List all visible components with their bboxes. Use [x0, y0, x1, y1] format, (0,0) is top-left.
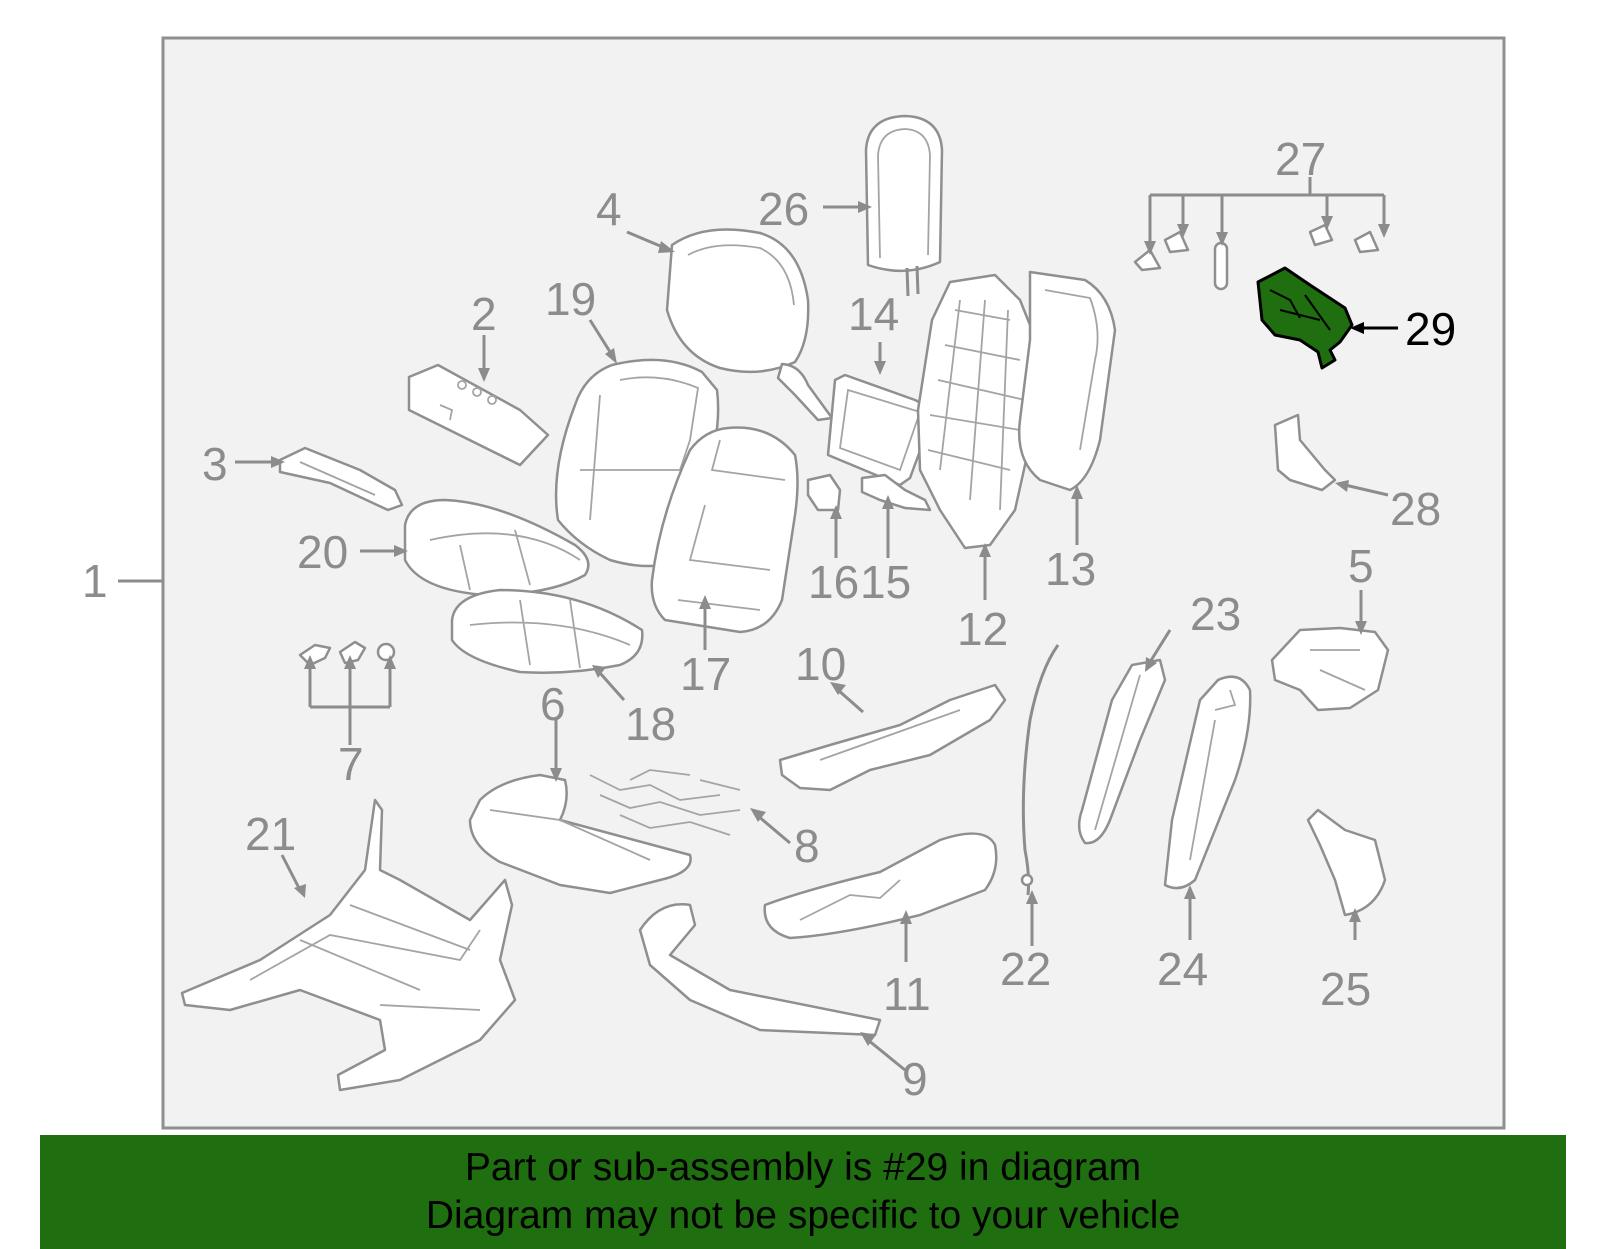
part-8-springs[interactable] — [589, 769, 741, 836]
callout-17: 17 — [680, 648, 731, 700]
callout-18: 18 — [625, 698, 676, 750]
part-17-back-cushion[interactable] — [650, 426, 799, 634]
part-10-bracket[interactable] — [778, 683, 1007, 792]
callout-25: 25 — [1320, 963, 1371, 1015]
part-3-bracket[interactable] — [278, 446, 404, 512]
callout-23: 23 — [1190, 588, 1241, 640]
part-11-side-shield[interactable] — [763, 832, 998, 940]
callout-28: 28 — [1390, 483, 1441, 535]
part-29-highlighted[interactable] — [1256, 266, 1354, 370]
part-5-recliner[interactable] — [1270, 626, 1390, 712]
callout-10: 10 — [795, 638, 846, 690]
part-25-knob[interactable] — [1306, 808, 1387, 917]
callout-24: 24 — [1157, 943, 1208, 995]
callout-8: 8 — [794, 820, 820, 872]
callout-labels: 1 2 3 4 5 6 7 8 9 10 11 12 13 14 15 16 1… — [82, 133, 1456, 1105]
part-9-trim-bar[interactable] — [638, 903, 882, 1037]
part-7-fasteners[interactable] — [298, 640, 396, 667]
callout-3: 3 — [202, 438, 228, 490]
callout-12: 12 — [957, 603, 1008, 655]
callout-16: 16 — [808, 556, 859, 608]
callout-27: 27 — [1275, 133, 1326, 185]
callout-9: 9 — [902, 1053, 928, 1105]
callout-19: 19 — [545, 273, 596, 325]
callout-13: 13 — [1045, 543, 1096, 595]
part-12-back-frame[interactable] — [916, 273, 1042, 550]
part-21-seat-track[interactable] — [180, 798, 517, 1092]
part-24-side-cover[interactable] — [1163, 675, 1252, 890]
part-27-clip-set[interactable] — [1133, 223, 1380, 291]
callout-26: 26 — [758, 183, 809, 235]
callout-29-highlighted: 29 — [1405, 303, 1456, 355]
part-23-side-panel[interactable] — [1077, 658, 1167, 845]
banner-line-disclaimer: Diagram may not be specific to your vehi… — [425, 1194, 1181, 1237]
callout-20: 20 — [297, 526, 348, 578]
callout-15: 15 — [860, 556, 911, 608]
part-28-trim[interactable] — [1273, 413, 1337, 492]
callout-6: 6 — [540, 678, 566, 730]
callout-1: 1 — [82, 555, 108, 607]
part-20-seat-cover[interactable] — [403, 498, 590, 597]
arrowheads — [271, 201, 1390, 1046]
part-4-backrest-cover[interactable] — [665, 228, 834, 422]
part-2-box[interactable] — [407, 363, 550, 467]
part-22-cable[interactable] — [1020, 644, 1060, 896]
banner-line-part-number: Part or sub-assembly is #29 in diagram — [464, 1146, 1142, 1189]
part-26-headrest[interactable] — [864, 114, 944, 297]
part-6-seat-pan[interactable] — [468, 773, 692, 895]
part-15-connector[interactable] — [860, 473, 932, 512]
callout-22: 22 — [1000, 943, 1051, 995]
callout-14: 14 — [848, 288, 899, 340]
callout-5: 5 — [1348, 540, 1374, 592]
callout-7: 7 — [338, 738, 364, 790]
part-13-back-pad[interactable] — [1018, 270, 1117, 492]
part-18-seat-cushion[interactable] — [450, 588, 644, 674]
callout-11: 11 — [883, 968, 931, 1020]
callout-21: 21 — [245, 808, 296, 860]
info-banner: Part or sub-assembly is #29 in diagram D… — [40, 1135, 1566, 1249]
callout-2: 2 — [471, 288, 497, 340]
callout-4: 4 — [596, 183, 622, 235]
